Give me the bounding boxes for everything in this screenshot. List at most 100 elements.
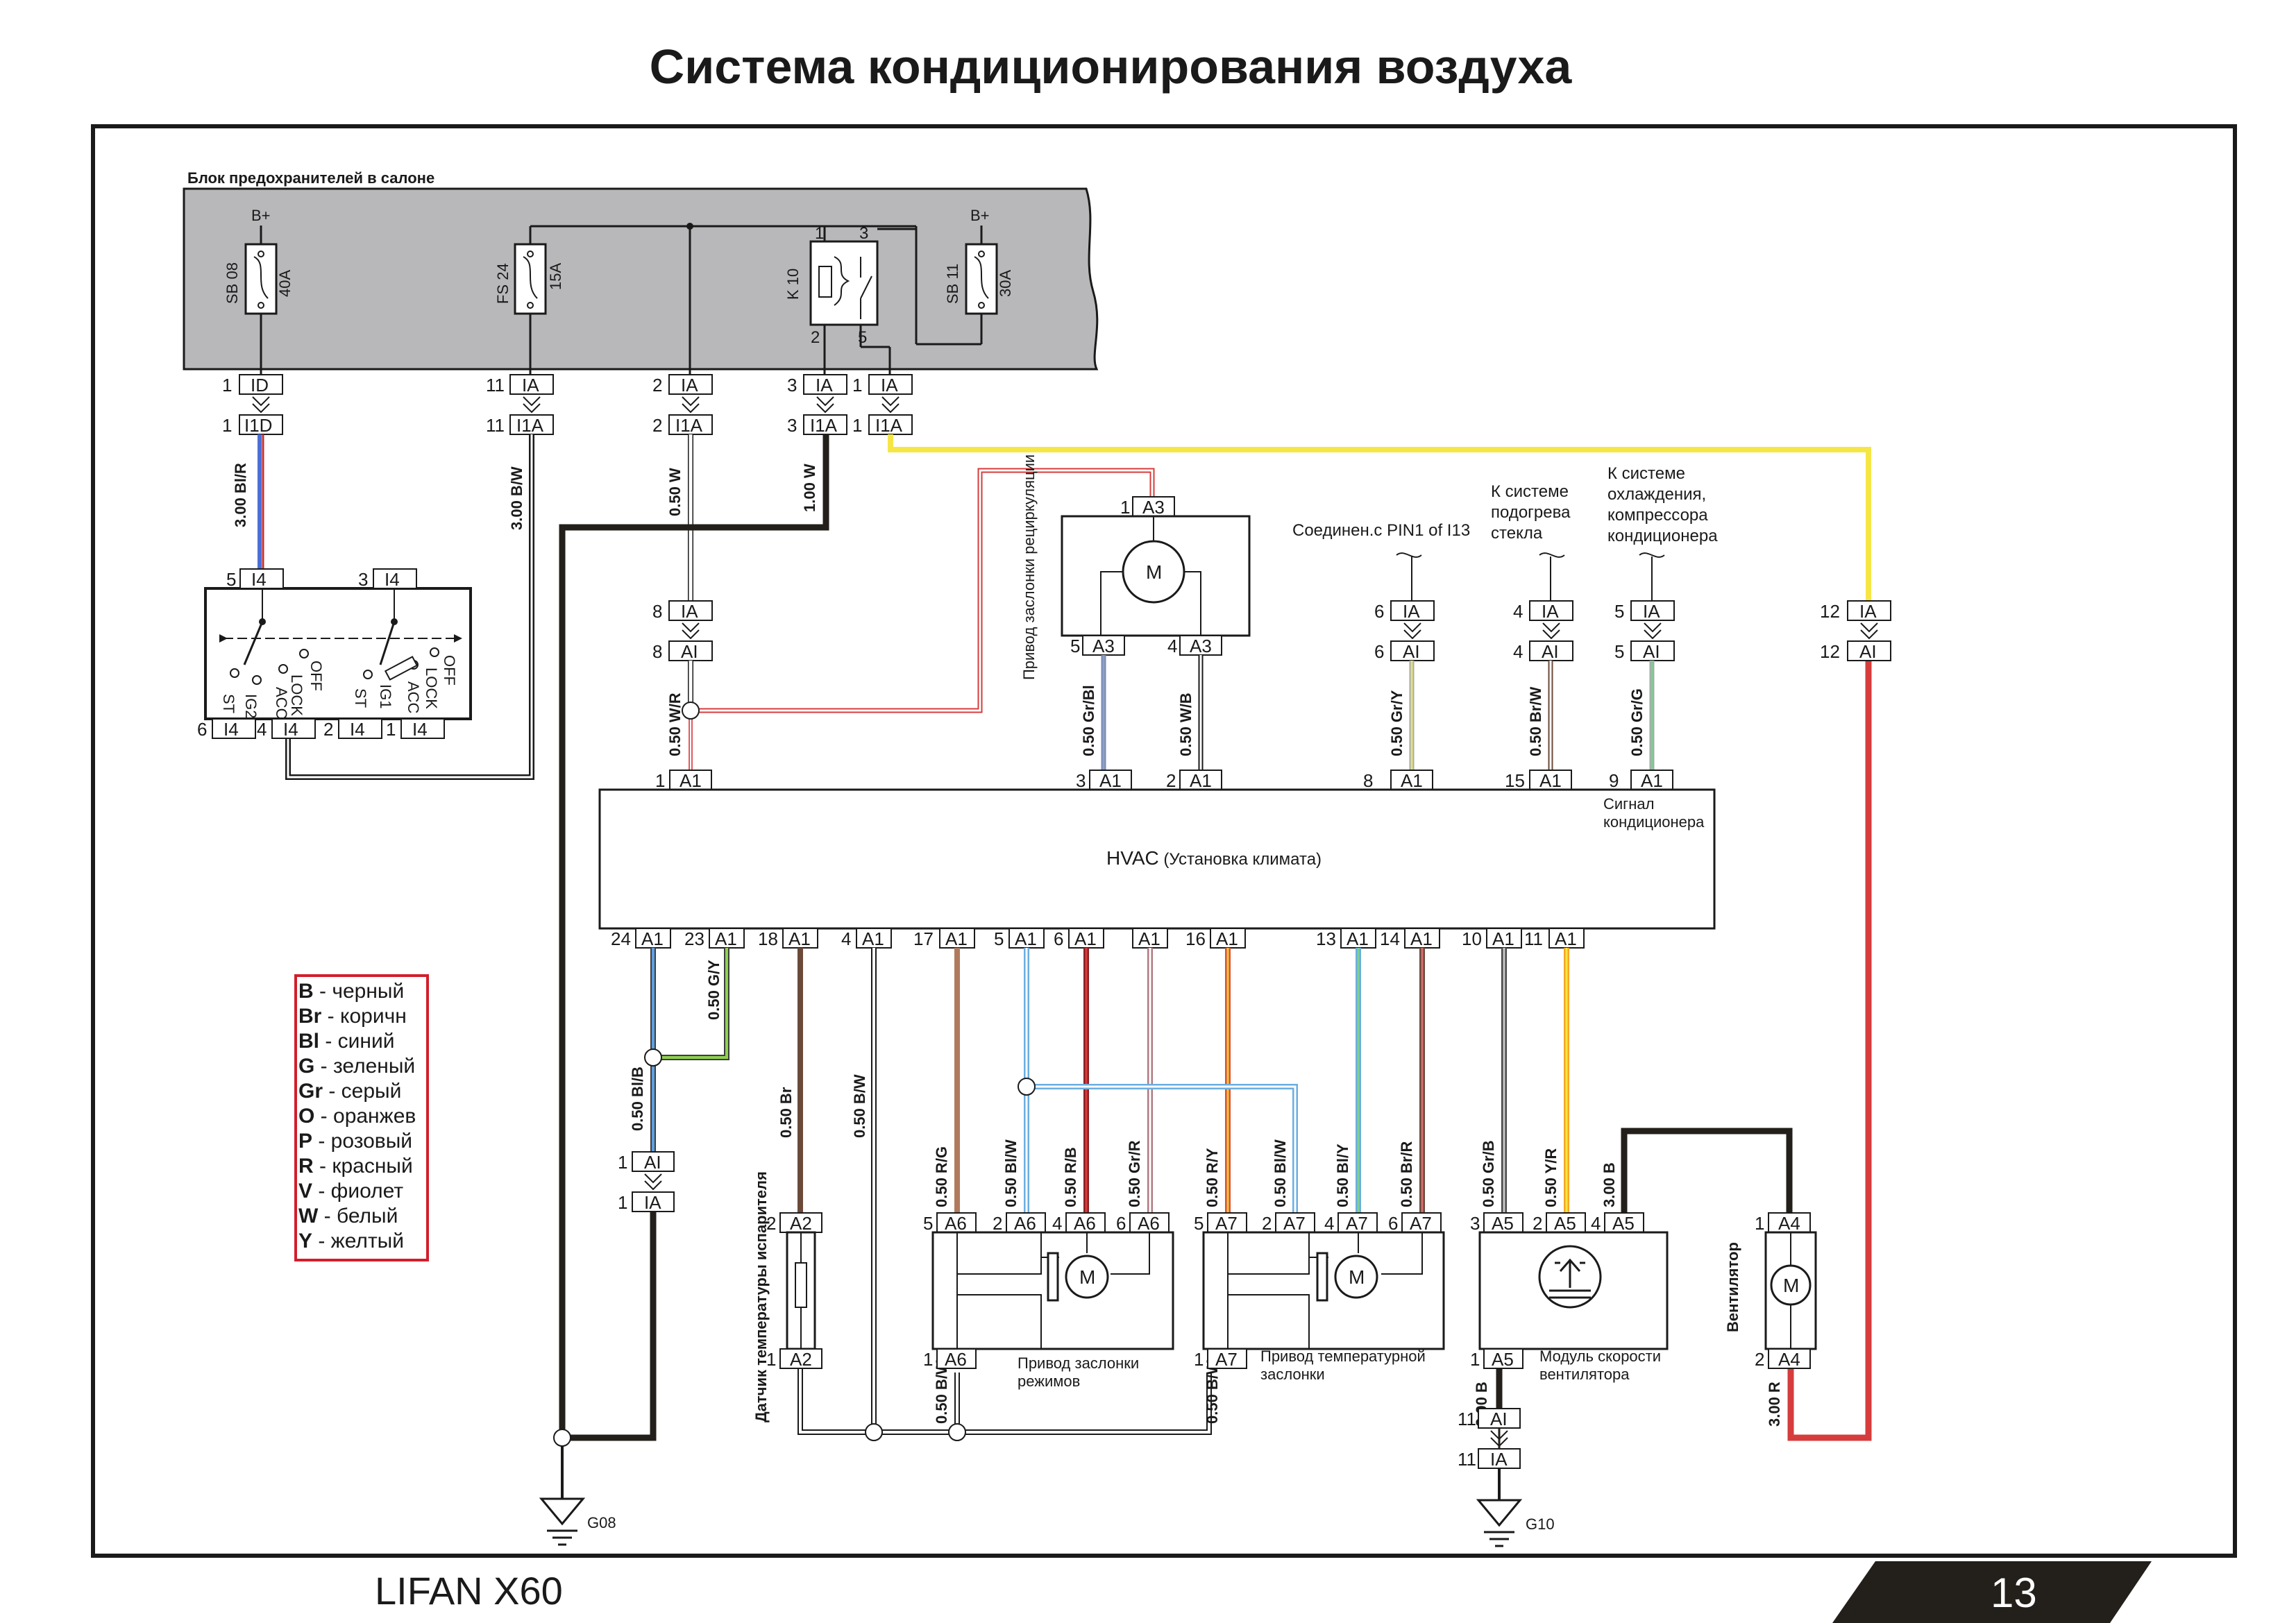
svg-text:I1A: I1A (675, 415, 703, 436)
svg-text:13: 13 (1316, 928, 1336, 949)
svg-text:6: 6 (1116, 1213, 1126, 1234)
wire-label: 3.00 B/W (508, 466, 525, 530)
svg-text:2: 2 (1262, 1213, 1272, 1234)
svg-text:A1: A1 (1410, 928, 1433, 949)
svg-text:2: 2 (652, 375, 662, 396)
svg-text:10: 10 (1462, 928, 1482, 949)
svg-text:охлаждения,: охлаждения, (1607, 485, 1706, 504)
svg-text:11: 11 (486, 375, 505, 396)
svg-text:A1: A1 (1099, 770, 1122, 791)
svg-text:подогрева: подогрева (1491, 503, 1571, 522)
svg-text:A7: A7 (1346, 1213, 1368, 1234)
recirc-actuator: A3 1 M A3 5 A3 4 Привод заслонки рецирку… (1020, 454, 1251, 680)
svg-text:ST: ST (352, 688, 369, 708)
svg-text:30A: 30A (997, 270, 1014, 297)
svg-text:3: 3 (787, 415, 797, 436)
svg-text:I4: I4 (385, 569, 400, 590)
svg-text:A2: A2 (790, 1213, 812, 1234)
ground-g10: G10 (1476, 1499, 1555, 1547)
legend-item: Gr - серый (298, 1080, 401, 1103)
svg-text:Привод заслонки: Привод заслонки (1018, 1354, 1139, 1372)
svg-text:5: 5 (1614, 601, 1624, 622)
svg-text:OFF: OFF (441, 655, 458, 686)
svg-text:A1: A1 (1216, 928, 1238, 949)
top-connectors: ID 1 I1D 1 IA 11 I1A 11 IA 2 I1A 2 IA 3 … (222, 374, 913, 436)
wire-label: 0.50 W (666, 468, 684, 516)
fuse-sb08: B+ SB 08 40A (223, 207, 294, 375)
svg-text:4: 4 (1052, 1213, 1062, 1234)
svg-text:G10: G10 (1526, 1515, 1555, 1533)
external-links: Соединен.с PIN1 of I13 К системе подогре… (1292, 464, 1891, 662)
svg-text:IA: IA (522, 375, 539, 396)
svg-text:4: 4 (841, 928, 851, 949)
svg-text:кондиционера: кондиционера (1607, 527, 1718, 545)
connector-lower-left: AI 1 IA 1 (618, 1151, 675, 1213)
svg-text:IG1: IG1 (377, 684, 394, 708)
svg-text:2: 2 (323, 719, 333, 740)
svg-text:A1: A1 (1190, 770, 1212, 791)
svg-text:23: 23 (684, 928, 704, 949)
svg-text:A5: A5 (1492, 1349, 1514, 1370)
wires-top (258, 434, 1872, 1441)
svg-text:IA: IA (1643, 601, 1660, 622)
svg-text:стекла: стекла (1491, 524, 1543, 543)
svg-text:A6: A6 (945, 1349, 967, 1370)
wire-label: 0.50 Bl/B (629, 1067, 646, 1131)
svg-text:A2: A2 (790, 1349, 812, 1370)
svg-text:ACC: ACC (273, 687, 290, 720)
wire-label: 3.00 R (1766, 1382, 1783, 1427)
wire-label: 0.50 Gr/Bl (1080, 685, 1097, 756)
svg-text:A1: A1 (1492, 928, 1514, 949)
svg-text:IA: IA (644, 1192, 661, 1213)
svg-text:Соединен.с PIN1 of I13: Соединен.с PIN1 of I13 (1292, 521, 1470, 540)
wire-label: 1.00 W (801, 464, 818, 512)
svg-text:5: 5 (858, 328, 867, 347)
ac-signal-label: Сигнал (1603, 795, 1654, 813)
wire-label: 0.50 W/B (1177, 692, 1195, 756)
svg-text:IA: IA (881, 375, 898, 396)
svg-text:16: 16 (1185, 928, 1206, 949)
fan-motor: A4 1 M A4 2 Вентилятор (1724, 1212, 1817, 1370)
fuse-box-label: Блок предохранителей в салоне (187, 169, 434, 187)
svg-text:A1: A1 (1641, 770, 1663, 791)
svg-text:AI: AI (1859, 641, 1877, 662)
legend-item: O - оранжев (298, 1105, 416, 1128)
svg-text:компрессора: компрессора (1607, 506, 1708, 525)
svg-text:3: 3 (1470, 1213, 1480, 1234)
svg-text:IA: IA (816, 375, 833, 396)
svg-text:15: 15 (1505, 770, 1525, 791)
svg-text:1: 1 (852, 375, 862, 396)
svg-text:5: 5 (1070, 636, 1080, 656)
svg-text:A1: A1 (679, 770, 702, 791)
svg-text:AI: AI (1643, 641, 1660, 662)
svg-text:2: 2 (766, 1213, 776, 1234)
svg-text:SB 11: SB 11 (944, 264, 961, 304)
svg-text:SB 08: SB 08 (223, 262, 241, 304)
legend-item: Bl - синий (298, 1030, 395, 1053)
fan-speed-module: A53 A52 A54 A51 Модуль скорости вентилят… (1458, 1212, 1669, 1470)
svg-text:A1: A1 (715, 928, 737, 949)
svg-text:A4: A4 (1778, 1213, 1800, 1234)
wire-label: 0.50 R/G (933, 1146, 950, 1207)
svg-text:IA: IA (1490, 1449, 1508, 1470)
svg-text:A7: A7 (1283, 1213, 1306, 1234)
svg-text:A1: A1 (1347, 928, 1369, 949)
wire-label: 0.50 Bl/Y (1334, 1144, 1351, 1207)
svg-text:A1: A1 (788, 928, 811, 949)
svg-text:ST: ST (220, 694, 237, 713)
svg-text:AI: AI (1490, 1409, 1508, 1429)
wire-label: 0.50 Gr/G (1628, 688, 1646, 756)
page-number: 13 (1991, 1570, 2037, 1616)
svg-text:I4: I4 (251, 569, 267, 590)
page-title: Система кондиционирования воздуха (649, 40, 1572, 94)
wire-label: 0.50 W/R (666, 692, 684, 756)
evaporator-temp-sensor: A2 2 A2 1 Датчик температуры испарителя (752, 1171, 822, 1422)
svg-text:Датчик температуры испарителя: Датчик температуры испарителя (752, 1171, 770, 1422)
hvac-unit (598, 788, 1716, 930)
svg-text:2: 2 (993, 1213, 1002, 1234)
svg-text:I1D: I1D (244, 415, 272, 436)
svg-text:1: 1 (923, 1349, 933, 1370)
svg-text:AI: AI (1403, 641, 1420, 662)
svg-text:A3: A3 (1142, 497, 1165, 518)
ground-g08: G08 (539, 1497, 616, 1546)
